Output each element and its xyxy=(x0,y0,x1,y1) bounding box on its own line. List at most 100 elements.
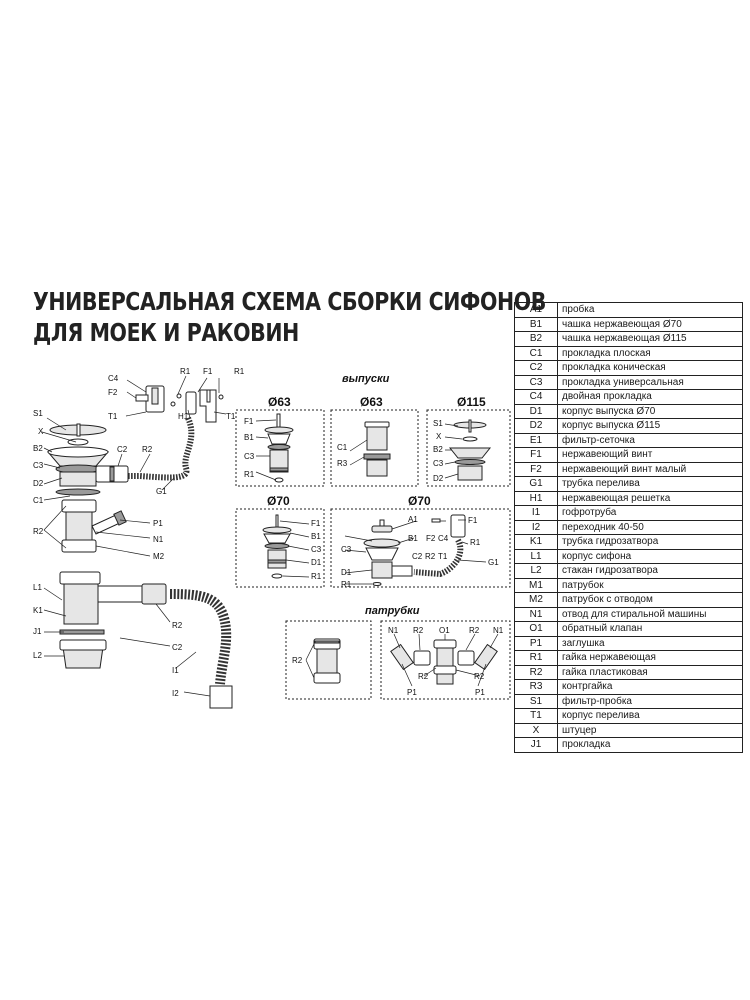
pipes-b-label-n1-b: N1 xyxy=(493,626,504,635)
pipes-b-label-o1: O1 xyxy=(439,626,450,635)
label-g1: G1 xyxy=(156,487,167,496)
label-c3: C3 xyxy=(33,461,44,470)
label-c4: C4 xyxy=(108,374,119,383)
label-r2-mid: R2 xyxy=(33,527,44,536)
label-f1: F1 xyxy=(203,367,213,376)
title-line-1: УНИВЕРСАЛЬНАЯ СХЕМА СБОРКИ СИФОНОВ xyxy=(33,287,546,316)
label-c2-low: C2 xyxy=(172,643,183,652)
label-r2-low: R2 xyxy=(172,621,183,630)
panel-pipes-b: N1 R2 O1 R2 N1 R2 R2 P1 P1 xyxy=(380,620,511,700)
panel-70-b-label-r2: R2 xyxy=(425,552,436,561)
panel-63-b-label-r3: R3 xyxy=(337,459,348,468)
page-title: УНИВЕРСАЛЬНАЯ СХЕМА СБОРКИ СИФОНОВ ДЛЯ М… xyxy=(33,286,546,348)
panel-63-a-label-b1: B1 xyxy=(244,433,254,442)
panel-115-title: Ø115 xyxy=(457,395,486,409)
panel-115-label-b2: B2 xyxy=(433,445,443,454)
panel-70-b-label-d1: D1 xyxy=(341,568,352,577)
label-c1: C1 xyxy=(33,496,44,505)
label-c2-top: C2 xyxy=(117,445,128,454)
screw-r1-a xyxy=(176,393,182,399)
panel-70-a-label-b1: B1 xyxy=(311,532,321,541)
label-r1-b: R1 xyxy=(234,367,245,376)
screw-r1-b xyxy=(218,394,224,400)
label-f2: F2 xyxy=(108,388,118,397)
label-d2: D2 xyxy=(33,479,44,488)
label-m2: M2 xyxy=(153,552,165,561)
panel-63-a-label-r1: R1 xyxy=(244,470,255,479)
overflow-body-t1-left xyxy=(135,385,165,413)
label-b2: B2 xyxy=(33,444,43,453)
panel-115-label-s1: S1 xyxy=(433,419,443,428)
panel-70-a-title: Ø70 xyxy=(267,494,290,508)
label-i2: I2 xyxy=(172,689,179,698)
overflow-hose-g1 xyxy=(128,416,195,481)
panel-70-b-label-r1b: R1 xyxy=(341,580,352,589)
panel-70-b-label-f1: F1 xyxy=(468,516,478,525)
legend-description: прокладка xyxy=(557,737,743,753)
panel-pipes-a: R2 xyxy=(285,620,372,700)
panel-63-a-title: Ø63 xyxy=(268,395,291,409)
panel-115-label-c3: C3 xyxy=(433,459,444,468)
section-outlets-heading: выпуски xyxy=(342,373,390,385)
panel-70-b-title: Ø70 xyxy=(408,494,431,508)
panel-115-label-d2: D2 xyxy=(433,474,444,483)
label-l1: L1 xyxy=(33,583,42,592)
panel-outlet-70-a: Ø70 F1 B1 C3 D1 R1 xyxy=(235,494,325,588)
panel-outlet-70-b: Ø70 A1 F2 C4 F1 B1 C3 C2 R2 T1 R1 G1 D1 … xyxy=(330,494,511,589)
panel-outlet-115: Ø115 S1 X B2 C3 D2 xyxy=(426,395,511,487)
label-n1: N1 xyxy=(153,535,164,544)
panel-70-a-label-c3: C3 xyxy=(311,545,322,554)
panel-70-b-label-t1: T1 xyxy=(438,552,448,561)
label-x: X xyxy=(38,427,44,436)
pipes-b-label-r2-b: R2 xyxy=(469,626,480,635)
label-t1-left: T1 xyxy=(108,412,118,421)
panel-63-a-label-c3: C3 xyxy=(244,452,255,461)
title-line-2: ДЛЯ МОЕК И РАКОВИН xyxy=(33,318,299,347)
panel-70-b-label-c2: C2 xyxy=(412,552,423,561)
pipes-b-label-n1-a: N1 xyxy=(388,626,399,635)
adapter-i2 xyxy=(209,685,233,709)
label-k1: K1 xyxy=(33,606,43,615)
main-siphon-assembly: C4 F2 T1 R1 F1 R1 H1 T1 S1 X B2 C3 D2 C2… xyxy=(33,367,245,709)
pipes-b-label-p1-b: P1 xyxy=(475,688,485,697)
corrugated-pipe-i1 xyxy=(169,589,232,685)
panel-outlet-63-a: Ø63 F1 B1 C3 R1 xyxy=(235,395,325,487)
label-l2: L2 xyxy=(33,651,42,660)
siphon-body-l1 xyxy=(59,571,167,669)
panel-70-b-label-b1: B1 xyxy=(408,534,418,543)
panel-63-a-label-f1: F1 xyxy=(244,417,254,426)
pipes-b-label-p1-a: P1 xyxy=(407,688,417,697)
panel-115-label-x: X xyxy=(436,432,442,441)
panel-70-a-label-f1: F1 xyxy=(311,519,321,528)
label-t1-right: T1 xyxy=(226,412,236,421)
overflow-grid-h1 xyxy=(170,391,197,415)
tee-pipe-m2 xyxy=(61,499,127,553)
panel-70-a-label-d1: D1 xyxy=(311,558,322,567)
pipes-b-label-r2-c: R2 xyxy=(418,672,429,681)
overflow-body-t1-right xyxy=(199,389,217,423)
label-p1: P1 xyxy=(153,519,163,528)
panel-70-a-label-r1: R1 xyxy=(311,572,322,581)
label-h1: H1 xyxy=(178,412,189,421)
pipes-b-label-r2-a: R2 xyxy=(413,626,424,635)
panel-70-b-label-a1: A1 xyxy=(408,515,418,524)
panel-outlet-63-b: Ø63 C1 R3 xyxy=(330,395,419,487)
label-s1: S1 xyxy=(33,409,43,418)
section-pipes-heading: патрубки xyxy=(365,605,420,617)
label-j1: J1 xyxy=(33,627,42,636)
